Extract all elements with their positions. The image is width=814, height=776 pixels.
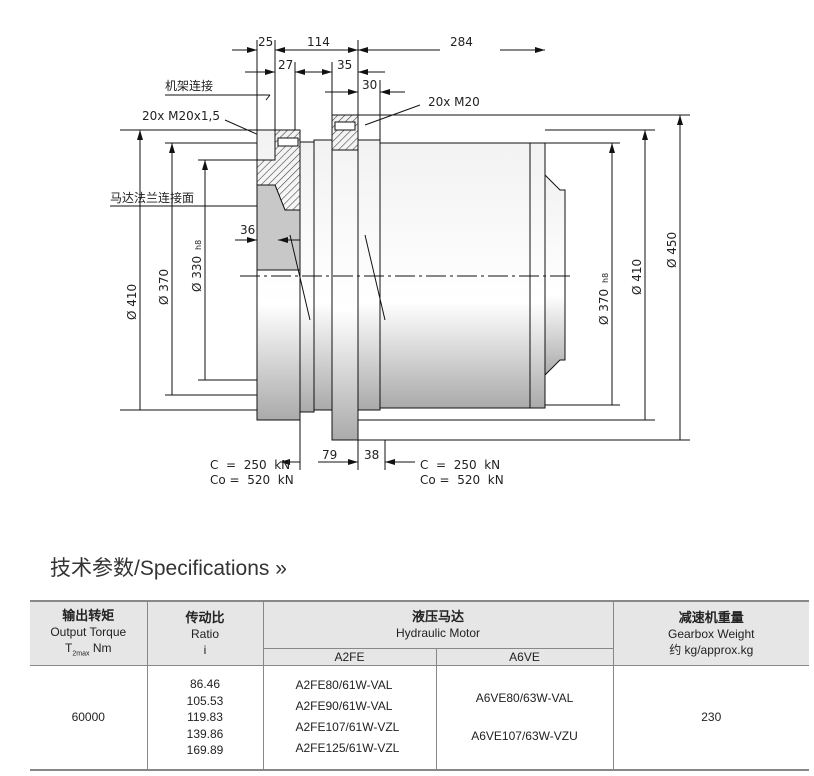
dim-35: 35 bbox=[337, 58, 352, 72]
dim-38: 38 bbox=[364, 448, 379, 462]
header-motor-zh: 液压马达 bbox=[411, 609, 464, 624]
header-torque-symbol: T2max Nm bbox=[30, 640, 147, 662]
label-motor-flange: 马达法兰连接面 bbox=[110, 190, 194, 205]
dia-330-left: Ø 330 bbox=[190, 256, 204, 292]
ratio-value: 139.86 bbox=[186, 726, 224, 741]
a2fe-model: A2FE107/61W-VZL bbox=[295, 720, 400, 735]
a6ve-model: A6VE107/63W-VZU bbox=[471, 729, 578, 744]
label-thread-right: 20x M20 bbox=[428, 95, 480, 109]
tol-left: h8 bbox=[194, 240, 203, 250]
dim-36: 36 bbox=[240, 223, 255, 237]
dim-25: 25 bbox=[258, 35, 273, 49]
load-co-right: Co = 520 kN bbox=[420, 473, 504, 487]
a2fe-list: A2FE80/61W-VAL A2FE90/61W-VAL A2FE107/61… bbox=[262, 665, 436, 770]
specifications-heading: 技术参数/Specifications » bbox=[50, 557, 287, 580]
label-thread-left: 20x M20x1,5 bbox=[142, 109, 220, 123]
header-motor: 液压马达 Hydraulic Motor bbox=[262, 600, 613, 649]
load-co-left: Co = 520 kN bbox=[210, 473, 294, 487]
ratio-value: 105.53 bbox=[186, 693, 224, 708]
torque-value: 60000 bbox=[71, 710, 105, 725]
header-ratio-symbol: i bbox=[203, 642, 207, 657]
header-torque: 输出转矩 Output Torque T2max Nm bbox=[30, 600, 147, 666]
dim-27: 27 bbox=[278, 58, 293, 72]
specifications-table: 输出转矩 Output Torque T2max Nm 传动比 Ratio i … bbox=[30, 600, 809, 771]
dia-410-right: Ø 410 bbox=[630, 259, 644, 295]
dia-370-right: Ø 370 bbox=[597, 289, 611, 325]
header-torque-zh: 输出转矩 bbox=[62, 608, 115, 624]
gearbox-dimension-drawing: 25 114 284 27 35 30 机架连接 20x M20x1,5 20x… bbox=[110, 35, 690, 487]
torque-symbol: T bbox=[65, 641, 73, 656]
table-row: 60000 86.46 105.53 119.83 139.86 169.89 … bbox=[30, 665, 809, 770]
header-ratio: 传动比 Ratio i bbox=[146, 600, 263, 666]
load-c-right: C = 250 kN bbox=[420, 458, 500, 472]
tol-right: h8 bbox=[601, 273, 610, 283]
ratio-value: 86.46 bbox=[189, 677, 221, 691]
header-weight-unit: 约 kg/approx.kg bbox=[669, 642, 754, 657]
ratio-list: 86.46 105.53 119.83 139.86 169.89 bbox=[146, 665, 263, 770]
ratio-value: 169.89 bbox=[186, 743, 224, 757]
a6ve-model: A6VE80/63W-VAL bbox=[475, 691, 574, 706]
weight-value: 230 bbox=[612, 665, 809, 770]
dim-79: 79 bbox=[322, 448, 337, 462]
ratio-value: 119.83 bbox=[187, 710, 223, 724]
a2fe-model: A2FE80/61W-VAL bbox=[295, 678, 393, 693]
torque-unit: Nm bbox=[89, 641, 112, 656]
header-weight: 减速机重量 Gearbox Weight 约 kg/approx.kg bbox=[612, 600, 809, 666]
header-torque-en: Output Torque bbox=[50, 625, 127, 640]
dia-450-right: Ø 450 bbox=[665, 232, 679, 268]
header-weight-en: Gearbox Weight bbox=[668, 626, 755, 641]
dim-284: 284 bbox=[450, 35, 473, 49]
dim-30: 30 bbox=[362, 78, 377, 92]
dim-114: 114 bbox=[307, 35, 330, 49]
header-a2fe: A2FE bbox=[262, 648, 436, 666]
header-motor-en: Hydraulic Motor bbox=[395, 626, 481, 640]
header-ratio-zh: 传动比 bbox=[185, 609, 225, 625]
dia-410-left: Ø 410 bbox=[125, 284, 139, 320]
torque-subscript: 2max bbox=[72, 650, 90, 658]
dia-370-left: Ø 370 bbox=[157, 269, 171, 305]
a6ve-list: A6VE80/63W-VAL A6VE107/63W-VZU bbox=[435, 665, 613, 770]
load-c-left: C = 250 kN bbox=[210, 458, 290, 472]
a2fe-model: A2FE125/61W-VZL bbox=[295, 741, 400, 756]
header-ratio-en: Ratio bbox=[190, 626, 219, 641]
label-frame-connection: 机架连接 bbox=[165, 78, 213, 93]
header-weight-zh: 减速机重量 bbox=[678, 609, 744, 625]
header-a6ve: A6VE bbox=[435, 648, 613, 666]
a2fe-model: A2FE90/61W-VAL bbox=[295, 699, 393, 714]
